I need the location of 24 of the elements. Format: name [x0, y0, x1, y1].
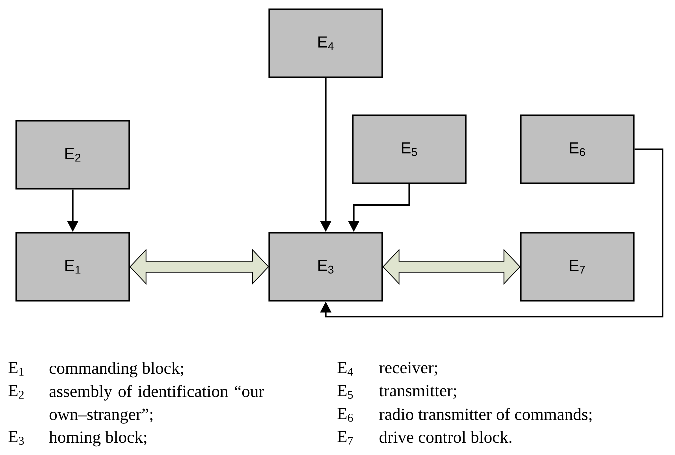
legend-text: commanding block;: [50, 362, 184, 378]
block-box: E$_{4}$: [268, 8, 384, 78]
legend-text: drive control block.: [380, 431, 512, 444]
legend-text: E$_{7}$: [338, 431, 354, 445]
legend-text: receiver;: [380, 362, 438, 376]
block-box: E$_{5}$: [352, 114, 467, 184]
legend-text: E$_{6}$: [338, 408, 354, 422]
legend-text: E$_{1}$: [8, 362, 24, 376]
block-box: E$_{2}$: [16, 120, 130, 190]
block-box: E$_{7}$: [520, 232, 635, 302]
arrow: [320, 148, 664, 318]
legend-text: homing block;: [49, 431, 147, 447]
double-block-arrow: [382, 248, 521, 285]
block-box: E$_{3}$: [268, 232, 384, 302]
legend-text: E$_{5}$: [338, 385, 354, 400]
legend-text: E$_{3}$: [8, 431, 24, 446]
double-block-arrow: [130, 248, 270, 285]
legend-text: transmitter;: [379, 385, 456, 400]
block-box: E$_{1}$: [16, 232, 130, 302]
block-box: E$_{6}$: [520, 114, 635, 184]
legend-text: E$_{4}$: [338, 362, 354, 376]
legend-text: E$_{2}$: [8, 385, 24, 399]
legend-text: assembly of identification “our own–stranger”;: [50, 385, 264, 424]
legend-text: radio transmitter of commands;: [380, 408, 592, 423]
